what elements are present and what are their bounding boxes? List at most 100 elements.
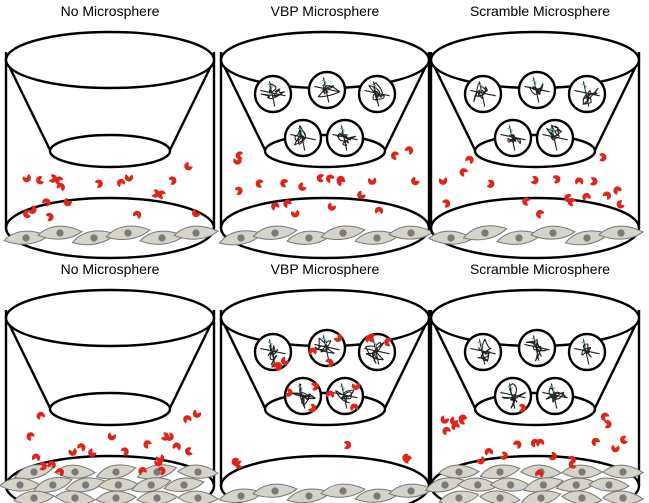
growth-factor-particle-icon: [442, 426, 451, 436]
cell-nucleus: [578, 494, 586, 502]
growth-factor-particle-icon: [45, 212, 54, 222]
growth-factor-particle-icon: [476, 456, 485, 465]
microsphere-icon: [517, 328, 557, 368]
growth-factor-particle-icon: [55, 176, 64, 185]
growth-factor-particle-icon: [77, 443, 86, 452]
growth-factor-particle-icon: [552, 175, 561, 184]
cell-icon: [424, 477, 466, 493]
growth-factor-particle-icon: [374, 206, 384, 215]
growth-factor-particle-icon: [273, 361, 283, 371]
growth-factor-particle-icon: [390, 151, 400, 160]
cell-nucleus: [339, 487, 347, 495]
microsphere-fiber: [339, 385, 345, 393]
cell-nucleus: [578, 468, 586, 476]
cell-nucleus: [30, 468, 38, 476]
panel-title: Scramble Microsphere: [470, 3, 610, 19]
cell-icon: [163, 477, 205, 492]
cell-nucleus: [194, 468, 202, 476]
cell-nucleus: [339, 229, 347, 237]
growth-factor-particle-icon: [280, 356, 290, 366]
cell-nucleus: [583, 234, 591, 242]
microsphere-fiber: [321, 79, 327, 87]
growth-factor-particle-icon: [613, 186, 622, 195]
microsphere-scaffold: [524, 77, 550, 103]
cell-nucleus: [619, 468, 627, 476]
microsphere-layer: [253, 70, 397, 158]
growth-factor-particle-icon: [307, 403, 317, 413]
cell-nucleus: [271, 487, 279, 495]
growth-factor-particle-icon: [513, 440, 522, 449]
transwell-panel: [218, 30, 434, 260]
growth-factor-particle-icon: [499, 451, 508, 460]
cell-nucleus: [539, 481, 548, 489]
well-bottom: [219, 196, 431, 260]
growth-factor-particle-icon: [308, 347, 317, 356]
microsphere-shell: [253, 74, 293, 114]
growth-factor-particle-icon: [55, 468, 65, 477]
cell-nucleus: [147, 481, 155, 489]
microsphere-scaffold: [290, 383, 316, 409]
growth-factor-particle-icon: [568, 455, 576, 465]
cell-icon: [136, 490, 178, 503]
transwell-panel: [3, 30, 219, 260]
growth-factor-particle-icon: [94, 179, 103, 188]
cell-icon: [489, 477, 532, 492]
growth-factor-particle-icon: [48, 174, 57, 183]
microsphere-fiber: [549, 385, 555, 393]
microsphere-icon: [307, 70, 347, 110]
microsphere-icon: [517, 70, 557, 110]
growth-factor-particle-icon: [116, 178, 126, 188]
cell-icon: [588, 477, 630, 492]
insert-side-left: [223, 325, 267, 409]
microsphere-scaffold: [500, 383, 527, 409]
growth-factor-particle-icon: [280, 179, 289, 188]
growth-factor-particle-icon: [192, 409, 202, 418]
growth-factor-particle-icon: [458, 416, 467, 425]
microsphere-scaffold: [542, 124, 568, 151]
growth-factor-particle-icon: [404, 146, 414, 155]
growth-factor-particle-icon: [26, 432, 35, 441]
particle-layer: [231, 440, 412, 469]
cell-nucleus: [455, 494, 463, 502]
microsphere-fiber: [477, 83, 483, 91]
insert-side-right: [383, 67, 427, 151]
growth-factor-particle-icon: [157, 466, 166, 476]
cell-icon: [95, 490, 137, 503]
growth-factor-particle-icon: [172, 442, 181, 451]
cell-nucleus: [496, 468, 504, 476]
growth-factor-particle-icon: [440, 415, 449, 424]
cell-nucleus: [49, 481, 57, 489]
microsphere-icon: [535, 118, 575, 158]
microsphere-fiber: [581, 341, 587, 349]
cell-icon: [598, 225, 644, 240]
insert-membrane: [48, 391, 172, 427]
microsphere-fiber: [549, 127, 555, 135]
cell-nucleus: [515, 234, 523, 242]
insert-rim: [4, 288, 216, 348]
microsphere-scaffold: [260, 81, 286, 107]
cell-nucleus: [56, 229, 64, 237]
growth-factor-particle-icon: [157, 190, 166, 199]
cell-layer: [427, 225, 644, 246]
cell-layer: [0, 464, 219, 503]
cell-layer: [3, 225, 219, 246]
cell-nucleus: [71, 468, 79, 476]
growth-factor-particle-icon: [143, 440, 152, 449]
growth-factor-particle-icon: [23, 209, 31, 218]
cell-icon: [286, 230, 332, 245]
growth-factor-particle-icon: [68, 447, 77, 456]
insert-side-left: [433, 67, 477, 151]
microsphere-fiber: [267, 83, 273, 91]
microsphere-scaffold: [332, 125, 358, 151]
growth-factor-particle-icon: [235, 151, 244, 160]
cell-nucleus: [271, 229, 279, 237]
well-bottom: [4, 196, 216, 260]
microsphere-fiber: [371, 83, 377, 91]
cell-icon: [37, 225, 83, 240]
cell-nucleus: [305, 234, 313, 242]
growth-factor-particle-icon: [611, 444, 620, 453]
microsphere-scaffold: [470, 338, 496, 365]
row-bottom: No Microsphere VBP Microsphere Scramble …: [61, 261, 611, 277]
microsphere-icon: [567, 74, 607, 114]
